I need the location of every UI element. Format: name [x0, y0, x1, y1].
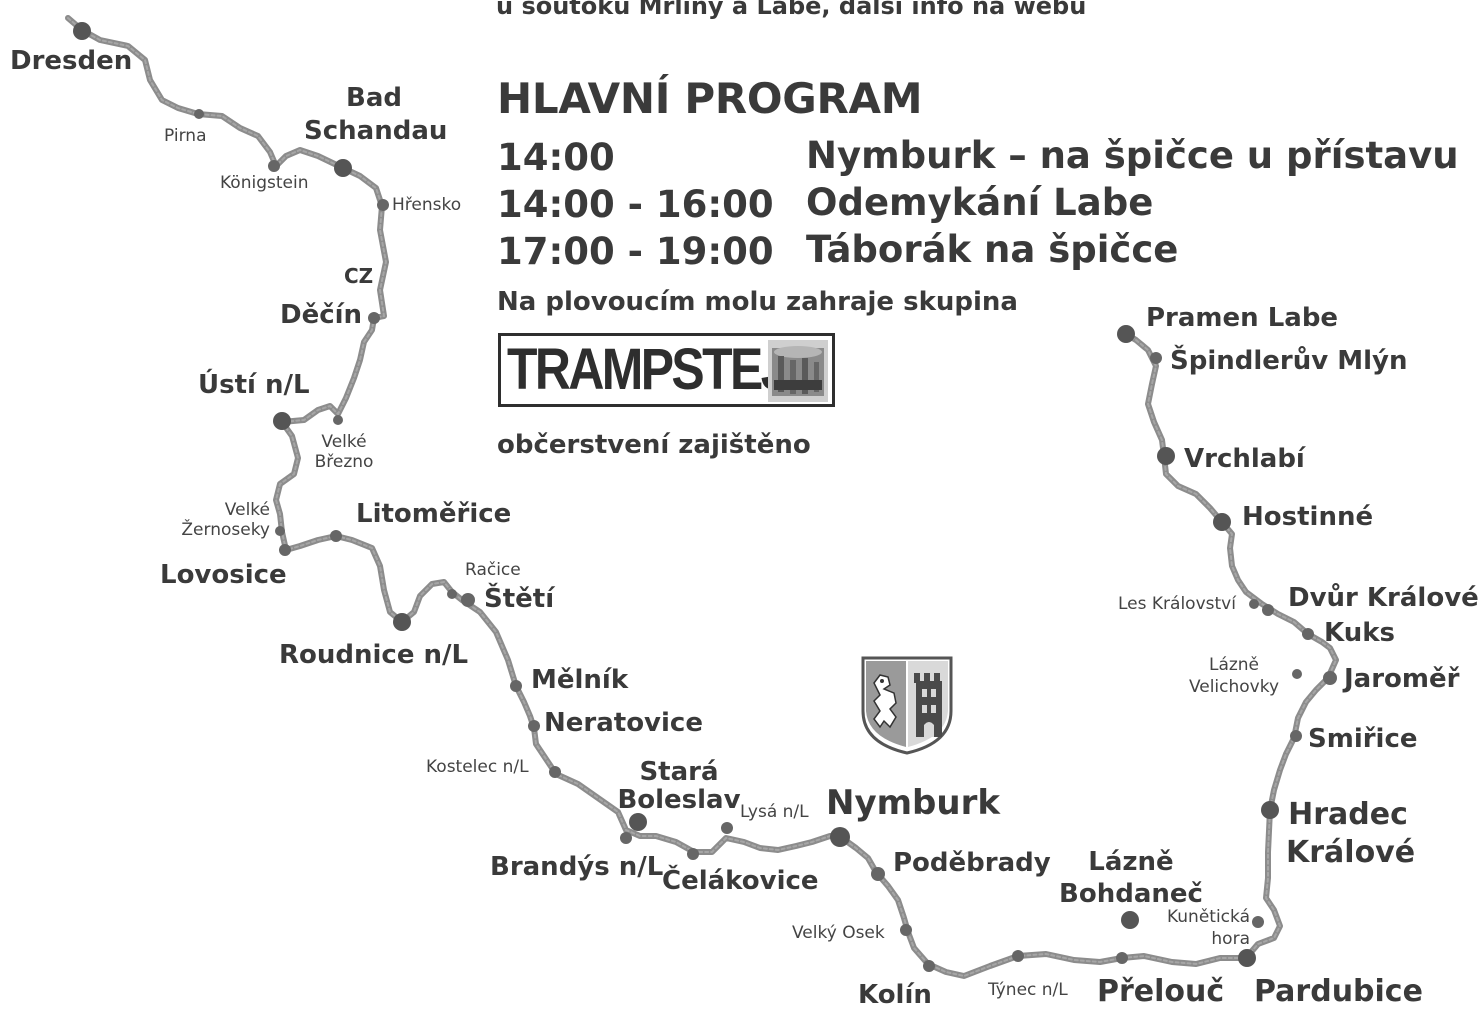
town-label-kolin: Kolín	[858, 980, 932, 1010]
marker-bad-schandau	[334, 159, 352, 177]
town-label-tynec: Týnec n/L	[988, 980, 1068, 1000]
marker-podebrady	[871, 867, 885, 881]
marker-roudnice	[393, 613, 411, 631]
town-label-dresden: Dresden	[10, 46, 133, 76]
marker-stara-boleslav	[629, 813, 647, 831]
band-logo: TRAMPSTEJK	[498, 333, 835, 407]
marker-lysa	[721, 822, 733, 834]
marker-kuks	[1302, 628, 1314, 640]
town-label-brandys: Brandýs n/L	[490, 852, 664, 882]
marker-pramen-labe	[1117, 325, 1135, 343]
country-label-cz: CZ	[344, 264, 374, 288]
marker-litomerice	[330, 530, 342, 542]
marker-velke-zernoseky	[275, 526, 285, 536]
marker-velke-brezno	[333, 415, 343, 425]
marker-kuneticka-hora	[1252, 916, 1264, 928]
marker-melnik	[510, 680, 522, 692]
marker-hrensko	[377, 199, 389, 211]
town-label-velky-osek: Velký Osek	[792, 923, 885, 943]
marker-tynec	[1012, 950, 1024, 962]
town-label-lysa: Lysá n/L	[740, 802, 809, 822]
program-desc: Nymburk – na špičce u přístavu	[806, 134, 1459, 177]
town-label-stara-boleslav: Stará Boleslav	[617, 757, 741, 815]
marker-prelouc	[1116, 952, 1128, 964]
marker-les-kralovstvi	[1249, 599, 1259, 609]
town-label-usti: Ústí n/L	[198, 370, 310, 400]
marker-kolin	[923, 960, 935, 972]
marker-spindleruv-mlyn	[1150, 352, 1162, 364]
town-label-smirice: Smiřice	[1308, 724, 1418, 754]
town-label-hrensko: Hřensko	[392, 195, 462, 215]
town-label-hostinne: Hostinné	[1242, 502, 1374, 532]
program-desc: Odemykání Labe	[806, 181, 1154, 224]
nymburk-coat-of-arms-icon	[861, 656, 953, 755]
marker-kostelec	[549, 766, 561, 778]
header-note: u soutoku Mrliny a Labe, další info na w…	[496, 0, 1087, 20]
town-label-vrchlabi: Vrchlabí	[1184, 444, 1305, 474]
band-intro: Na plovoucím molu zahraje skupina	[497, 287, 1018, 317]
town-label-hradec-kralove: Hradec Králové	[1286, 797, 1416, 870]
program-time: 14:00	[497, 136, 615, 179]
town-label-roudnice: Roudnice n/L	[279, 640, 469, 670]
marker-usti	[273, 412, 291, 430]
marker-dvur-kralove	[1262, 604, 1274, 616]
town-label-lazne-velichovky: Lázně Velichovky	[1188, 655, 1280, 697]
town-label-decin: Děčín	[280, 300, 363, 330]
marker-lazne-velichovky	[1292, 669, 1302, 679]
marker-racice	[447, 589, 457, 599]
town-label-konigstein: Königstein	[220, 173, 309, 193]
marker-vrchlabi	[1157, 447, 1175, 465]
town-label-melnik: Mělník	[531, 665, 629, 695]
marker-neratovice	[528, 720, 540, 732]
town-label-pramen-labe: Pramen Labe	[1146, 303, 1339, 333]
town-label-velke-zernoseky: Velké Žernoseky	[181, 500, 270, 540]
marker-pirna	[194, 109, 204, 119]
program-time: 17:00 - 19:00	[497, 230, 774, 273]
town-label-spindleruv-mlyn: Špindlerův Mlýn	[1170, 346, 1408, 376]
marker-jaromer	[1323, 671, 1337, 685]
town-label-neratovice: Neratovice	[544, 708, 703, 738]
marker-dresden	[73, 22, 91, 40]
marker-nymburk	[830, 827, 850, 847]
band-picture-icon	[768, 340, 828, 402]
town-label-dvur-kralove: Dvůr Králové	[1288, 583, 1478, 613]
marker-celakovice	[687, 848, 699, 860]
marker-lazne-bohdanec	[1121, 911, 1139, 929]
marker-velky-osek	[900, 924, 912, 936]
marker-hradec-kralove	[1261, 801, 1279, 819]
marker-decin	[368, 312, 380, 324]
program-time: 14:00 - 16:00	[497, 183, 774, 226]
town-label-bad-schandau: Bad Schandau	[304, 83, 448, 146]
town-label-prelouc: Přelouč	[1097, 974, 1225, 1009]
town-label-racice: Račice	[465, 560, 521, 580]
marker-smirice	[1290, 730, 1302, 742]
town-label-velke-brezno: Velké Březno	[314, 432, 374, 472]
town-label-kuneticka-hora: Kunětická hora	[1166, 907, 1250, 949]
marker-konigstein	[268, 160, 280, 172]
refreshments-note: občerstvení zajištěno	[497, 430, 811, 460]
town-label-podebrady: Poděbrady	[893, 848, 1051, 878]
program-desc: Táborák na špičce	[806, 228, 1179, 271]
marker-brandys	[620, 832, 632, 844]
town-label-nymburk: Nymburk	[826, 783, 1000, 823]
town-label-steti: Štětí	[484, 584, 555, 614]
town-label-lovosice: Lovosice	[160, 560, 287, 590]
marker-lovosice	[279, 544, 291, 556]
town-label-lazne-bohdanec: Lázně Bohdaneč	[1059, 847, 1203, 909]
town-label-kostelec: Kostelec n/L	[426, 757, 529, 777]
town-label-les-kralovstvi: Les Království	[1118, 594, 1236, 614]
program-title: HLAVNÍ PROGRAM	[497, 74, 923, 123]
town-label-jaromer: Jaroměř	[1344, 664, 1460, 694]
town-label-litomerice: Litoměřice	[356, 499, 512, 529]
town-label-kuks: Kuks	[1324, 618, 1395, 648]
marker-hostinne	[1213, 513, 1231, 531]
town-label-pirna: Pirna	[164, 126, 207, 146]
town-label-celakovice: Čelákovice	[662, 866, 819, 896]
band-name: TRAMPSTEJK	[507, 337, 822, 402]
town-label-pardubice: Pardubice	[1254, 974, 1423, 1009]
marker-steti	[461, 593, 475, 607]
marker-pardubice	[1238, 949, 1256, 967]
